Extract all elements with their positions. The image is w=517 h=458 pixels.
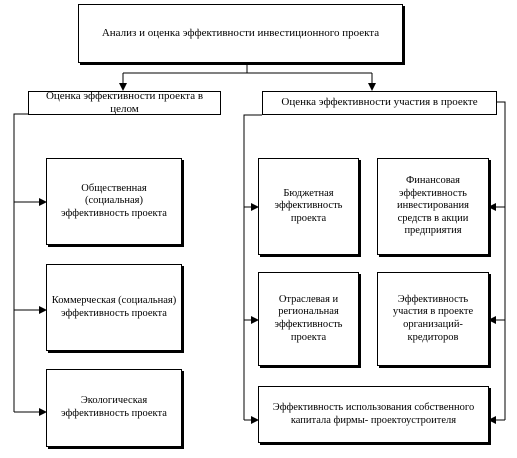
- right-item-financial-label: Финансовая эффективность инвестирования …: [397, 175, 469, 237]
- bottom-item-equity: Эффективность использования собственного…: [258, 386, 489, 443]
- right-inner-bus-line: [243, 114, 262, 420]
- left-item-commercial: Коммерческая (социальная) эффективность …: [46, 264, 182, 351]
- left-item-ecological-label: Экологическая эффективность проекта: [61, 395, 167, 419]
- left-item-ecological: Экологическая эффективность проекта: [46, 369, 182, 447]
- right-header-box: Оценка эффективности участия в проекте: [262, 91, 497, 115]
- right-item-creditors: Эффективность участия в проекте организа…: [377, 272, 489, 366]
- left-item-social: Общественная (социальная) эффективность …: [46, 158, 182, 245]
- right-item-budget-label: Бюджетная эффективность проекта: [274, 187, 343, 224]
- right-outer-bus-line: [497, 101, 506, 420]
- right-header-label: Оценка эффективности участия в проекте: [281, 96, 478, 109]
- left-item-commercial-label: Коммерческая (социальная) эффективность …: [51, 294, 177, 319]
- right-item-budget: Бюджетная эффективность проекта: [258, 158, 359, 255]
- root-box: Анализ и оценка эффективности инвестицио…: [78, 4, 403, 63]
- root-label: Анализ и оценка эффективности инвестицио…: [101, 26, 380, 39]
- left-bus-line: [13, 113, 28, 412]
- bottom-item-equity-label: Эффективность использования собственного…: [272, 401, 475, 426]
- right-item-financial: Финансовая эффективность инвестирования …: [377, 158, 489, 255]
- left-header-box: Оценка эффективности проекта в целом: [28, 89, 221, 115]
- right-item-creditors-label: Эффективность участия в проекте организа…: [392, 293, 474, 343]
- right-item-sectoral: Отраслевая и региональная эффективность …: [258, 272, 359, 366]
- left-item-social-label: Общественная (социальная) эффективность …: [61, 182, 167, 219]
- left-header-label: Оценка эффективности проекта в целом: [45, 89, 204, 115]
- right-item-sectoral-label: Отраслевая и региональная эффективность …: [274, 293, 343, 343]
